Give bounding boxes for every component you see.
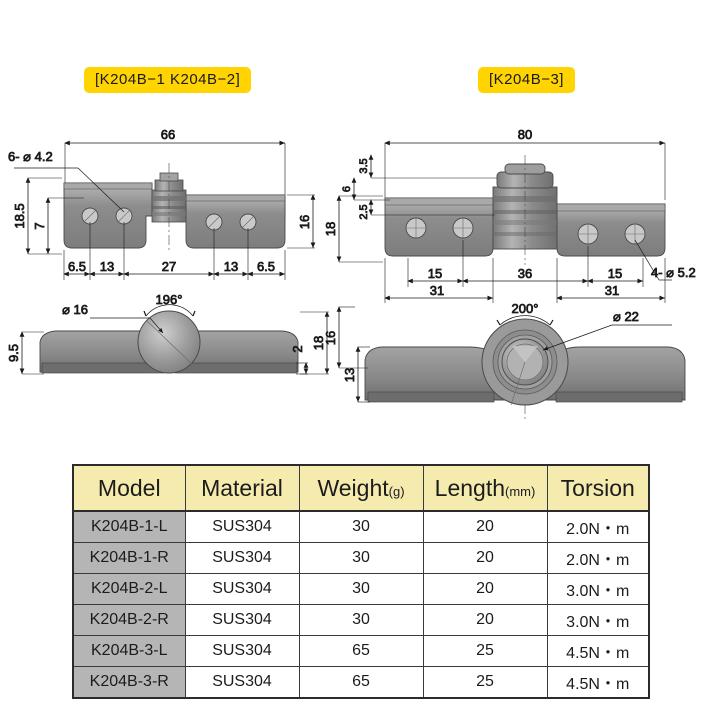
col-header-length-label: Length — [434, 474, 506, 501]
cell-weight: 65 — [298, 666, 424, 699]
cell-weight: 65 — [298, 635, 424, 667]
dim-right-2-5: 2.5 — [358, 204, 370, 219]
dim-right-pin-dia: ⌀ 22 — [613, 309, 639, 324]
cell-torsion: 3.0N・m — [546, 604, 650, 636]
cell-weight: 30 — [298, 510, 424, 543]
col-header-model-label: Model — [97, 474, 161, 501]
dim-right-body-height: 13 — [342, 368, 357, 382]
dim-right-hole-callout: 4- ⌀ 5.2 — [651, 265, 696, 280]
cell-model: K204B-1-R — [72, 542, 186, 574]
dim-left-hole-height: 7 — [32, 222, 47, 229]
dim-left-b2: 13 — [100, 259, 114, 274]
dim-left-leaf-thk: 2 — [290, 345, 305, 352]
col-header-torsion: Torsion — [546, 464, 650, 512]
cell-material: SUS304 — [184, 635, 300, 667]
col-header-length-unit: (mm) — [505, 483, 536, 499]
dim-left-plate-height: 16 — [297, 215, 312, 229]
right-side-view: 200° ⌀ 22 — [323, 301, 686, 420]
dim-right-side-total: 16 — [323, 331, 338, 345]
dim-left-b1: 6.5 — [68, 259, 86, 274]
dim-left-angle: 196° — [156, 292, 183, 307]
table-row: K204B-1-R SUS304 30 20 2.0N・m — [72, 542, 650, 574]
title-chip-k204b-3: [K204B−3] — [478, 67, 575, 93]
table-row: K204B-1-L SUS304 30 20 2.0N・m — [72, 510, 650, 543]
dim-right-width: 80 — [518, 127, 532, 142]
col-header-material-label: Material — [201, 474, 283, 501]
title-chip-k204b-1-2: [K204B−1 K204B−2] — [84, 67, 252, 93]
dim-right-3-5: 3.5 — [358, 158, 370, 173]
cell-torsion: 2.0N・m — [546, 542, 650, 574]
cell-model: K204B-2-L — [72, 573, 186, 605]
dim-left-b5: 6.5 — [257, 259, 275, 274]
dim-left-side-height: 9.5 — [6, 344, 21, 362]
cell-material: SUS304 — [184, 510, 300, 543]
cell-torsion: 4.5N・m — [546, 635, 650, 667]
cell-weight: 30 — [298, 542, 424, 574]
col-header-torsion-label: Torsion — [560, 474, 635, 501]
cell-material: SUS304 — [184, 542, 300, 574]
col-header-length: Length(mm) — [422, 464, 548, 512]
col-header-weight-label: Weight — [317, 474, 389, 501]
table-row: K204B-3-R SUS304 65 25 4.5N・m — [72, 666, 650, 699]
cell-model: K204B-2-R — [72, 604, 186, 636]
right-top-view: 80 — [323, 127, 696, 303]
cell-material: SUS304 — [184, 604, 300, 636]
dim-right-c1: 31 — [430, 283, 444, 298]
cell-weight: 30 — [298, 573, 424, 605]
cell-length: 20 — [422, 510, 548, 543]
cell-material: SUS304 — [184, 573, 300, 605]
spec-table: Model Material Weight(g) Length(mm) Tors… — [72, 464, 650, 699]
dim-right-height-total: 18 — [323, 222, 338, 236]
dim-left-hole-callout: 6- ⌀ 4.2 — [8, 149, 53, 164]
dim-left-pin-dia: ⌀ 16 — [62, 302, 88, 317]
table-header-row: Model Material Weight(g) Length(mm) Tors… — [72, 464, 650, 512]
col-header-material: Material — [184, 464, 300, 512]
table-row: K204B-3-L SUS304 65 25 4.5N・m — [72, 635, 650, 667]
col-header-weight-unit: (g) — [388, 483, 405, 499]
dim-right-b2: 36 — [518, 266, 532, 281]
cell-length: 25 — [422, 635, 548, 667]
dim-right-angle: 200° — [512, 301, 539, 316]
left-side-view: 196° ⌀ 16 9.5 — [6, 292, 330, 375]
table-row: K204B-2-R SUS304 30 20 3.0N・m — [72, 604, 650, 636]
table-row: K204B-2-L SUS304 30 20 3.0N・m — [72, 573, 650, 605]
cell-torsion: 3.0N・m — [546, 573, 650, 605]
dim-right-b3: 15 — [608, 266, 622, 281]
cell-length: 20 — [422, 542, 548, 574]
dim-left-width: 66 — [161, 127, 175, 142]
cell-torsion: 2.0N・m — [546, 510, 650, 543]
dim-right-6: 6 — [341, 186, 353, 192]
cell-material: SUS304 — [184, 666, 300, 699]
cell-weight: 30 — [298, 604, 424, 636]
left-top-view: 66 — [8, 127, 316, 280]
col-header-weight: Weight(g) — [298, 464, 424, 512]
cell-model: K204B-1-L — [72, 510, 186, 543]
cell-length: 25 — [422, 666, 548, 699]
col-header-model: Model — [72, 464, 186, 512]
cell-torsion: 4.5N・m — [546, 666, 650, 699]
cell-model: K204B-3-R — [72, 666, 186, 699]
dim-left-side-total: 18 — [311, 336, 326, 350]
dim-right-b1: 15 — [428, 266, 442, 281]
cell-model: K204B-3-L — [72, 635, 186, 667]
cell-length: 20 — [422, 573, 548, 605]
dim-left-height-total: 18.5 — [12, 203, 27, 228]
dim-right-c2: 31 — [605, 283, 619, 298]
cell-length: 20 — [422, 604, 548, 636]
dim-left-b3: 27 — [162, 259, 176, 274]
dim-left-b4: 13 — [224, 259, 238, 274]
table-body: K204B-1-L SUS304 30 20 2.0N・m K204B-1-R … — [72, 510, 650, 699]
